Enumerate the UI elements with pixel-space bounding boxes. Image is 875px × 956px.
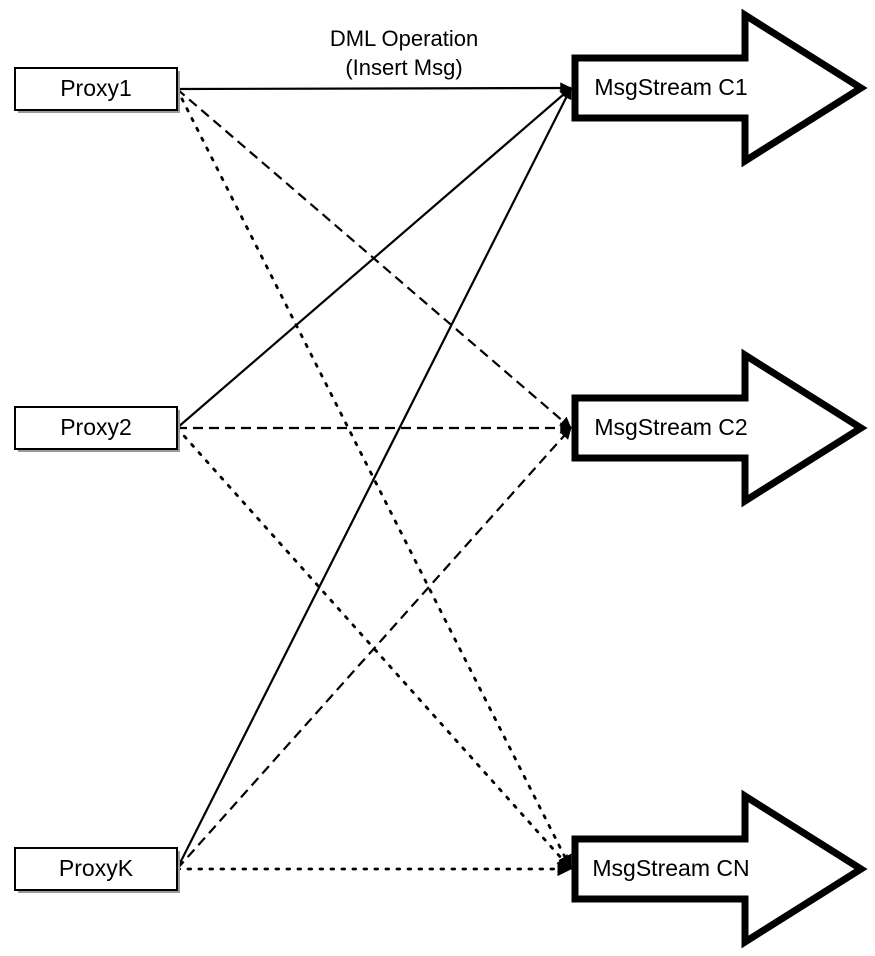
link-p1-cn [175,87,573,871]
link-p1-c1 [176,82,572,94]
msgstream-node-c1[interactable]: MsgStream C1 [571,8,868,168]
proxy-label: Proxy2 [60,414,132,440]
proxy-box[interactable] [14,67,178,111]
proxy-box[interactable] [14,847,178,891]
proxy-node-proxyk[interactable]: ProxyK [14,847,180,893]
dml-operation-label-line1: DML Operation [330,26,478,51]
msgstream-shapes: MsgStream C1 MsgStream C2 MsgStream CN [571,8,868,949]
msgstream-node-cn[interactable]: MsgStream CN [571,789,868,949]
msgstream-label: MsgStream CN [592,855,749,881]
proxy-node-proxy2[interactable]: Proxy2 [14,406,180,452]
connector-links [175,82,573,877]
dml-operation-label-line2: (Insert Msg) [345,55,462,80]
msgstream-arrow-shape[interactable] [571,789,868,949]
msgstream-arrow-shape[interactable] [571,8,868,168]
msgstream-arrow-shape[interactable] [571,348,868,508]
link-pk-c1 [176,87,572,870]
msgstream-node-c2[interactable]: MsgStream C2 [571,348,868,508]
link-pk-c2 [176,427,572,870]
proxy-label: Proxy1 [60,75,132,101]
proxy-box[interactable] [14,406,178,450]
msgstream-label: MsgStream C2 [594,414,747,440]
proxy-label: ProxyK [59,855,134,881]
link-p2-c1 [176,87,572,429]
msgstream-label: MsgStream C1 [594,74,747,100]
dml-operation-label: DML Operation (Insert Msg) [330,26,478,80]
proxy-node-proxy1[interactable]: Proxy1 [14,67,180,113]
